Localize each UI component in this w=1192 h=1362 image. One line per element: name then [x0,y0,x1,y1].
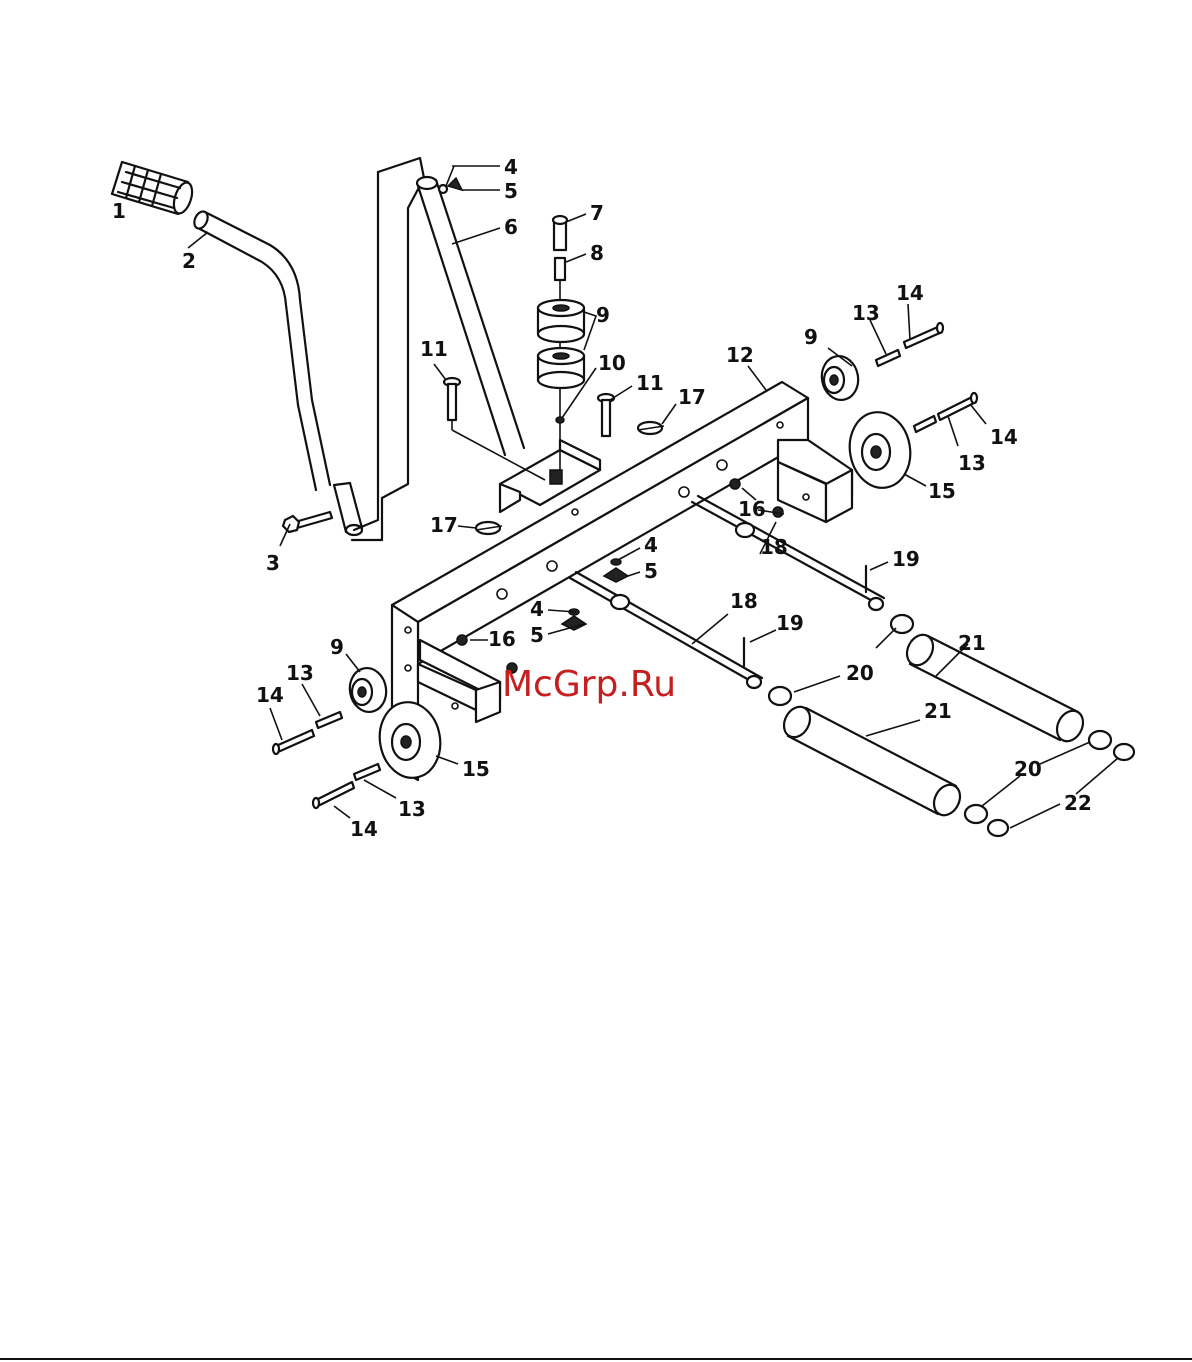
callout-5b: 5 [644,559,658,583]
small-wheel-lower [346,665,389,715]
callout-1: 1 [112,199,126,223]
large-wheel-lower [374,697,446,782]
callout-7: 7 [590,201,604,225]
callout-19b: 19 [776,611,804,635]
callout-13a: 13 [852,301,880,325]
handle-bar [192,209,362,535]
callout-15b: 15 [462,757,490,781]
long-roller-upper [902,630,1088,746]
callout-18b: 18 [730,589,758,613]
callout-21a: 21 [924,699,952,723]
callout-6: 6 [504,215,518,239]
spacer-lower-back [965,805,987,823]
handle-bolt [283,512,332,532]
callout-9c: 9 [330,635,344,659]
callout-13c: 13 [286,661,314,685]
axle-upper [692,496,884,610]
callout-4c: 4 [530,597,544,621]
callout-8: 8 [590,241,604,265]
callout-11b: 11 [636,371,664,395]
callout-2: 2 [182,249,196,273]
wing-nut-mid [604,559,628,582]
callout-20b: 20 [1014,757,1042,781]
wheel-bolt-lower-a [273,712,342,754]
callout-14d: 14 [350,817,378,841]
callout-20a: 20 [846,661,874,685]
wing-nut-top [439,178,462,193]
callout-5c: 5 [530,623,544,647]
large-wheel-upper [844,407,916,492]
spacer-lower-front [769,687,791,705]
callout-14c: 14 [256,683,284,707]
callout-5a: 5 [504,179,518,203]
spacer-upper-back [1089,731,1111,749]
callout-13d: 13 [398,797,426,821]
callout-4b: 4 [644,533,658,557]
callout-9a: 9 [596,303,610,327]
watermark: McGrp.Ru [502,664,676,705]
callout-18a: 18 [760,535,788,559]
callout-21b: 21 [958,631,986,655]
callout-15a: 15 [928,479,956,503]
washer-upper [1114,744,1134,760]
callout-13b: 13 [958,451,986,475]
callout-12: 12 [726,343,754,367]
callout-22: 22 [1064,791,1092,815]
callout-9b: 9 [804,325,818,349]
wheel-bolt-lower-b [313,764,380,808]
callout-17b: 17 [430,513,458,537]
left-side-bracket [418,640,500,722]
wheel-bolt-upper-b [914,393,977,432]
callout-11a: 11 [420,337,448,361]
callout-19a: 19 [892,547,920,571]
callout-17a: 17 [678,385,706,409]
lock-nut-upper-a [730,479,740,489]
callout-3: 3 [266,551,280,575]
roller-stack [538,300,584,423]
callout-14b: 14 [990,425,1018,449]
carriage-bolt-left [444,378,545,480]
lock-nut-lower-a [457,635,467,645]
callout-16a: 16 [738,497,766,521]
callout-10: 10 [598,351,626,375]
callout-4a: 4 [504,155,518,179]
hair-pin-lower [476,522,502,534]
main-frame-beam [392,382,808,780]
hair-pin-upper [638,422,664,434]
right-side-bracket [778,440,852,522]
washer-lower [988,820,1008,836]
callout-14a: 14 [896,281,924,305]
callout-16b: 16 [488,627,516,651]
small-wheel-upper [818,353,861,403]
carriage-bolt-right [598,394,614,436]
